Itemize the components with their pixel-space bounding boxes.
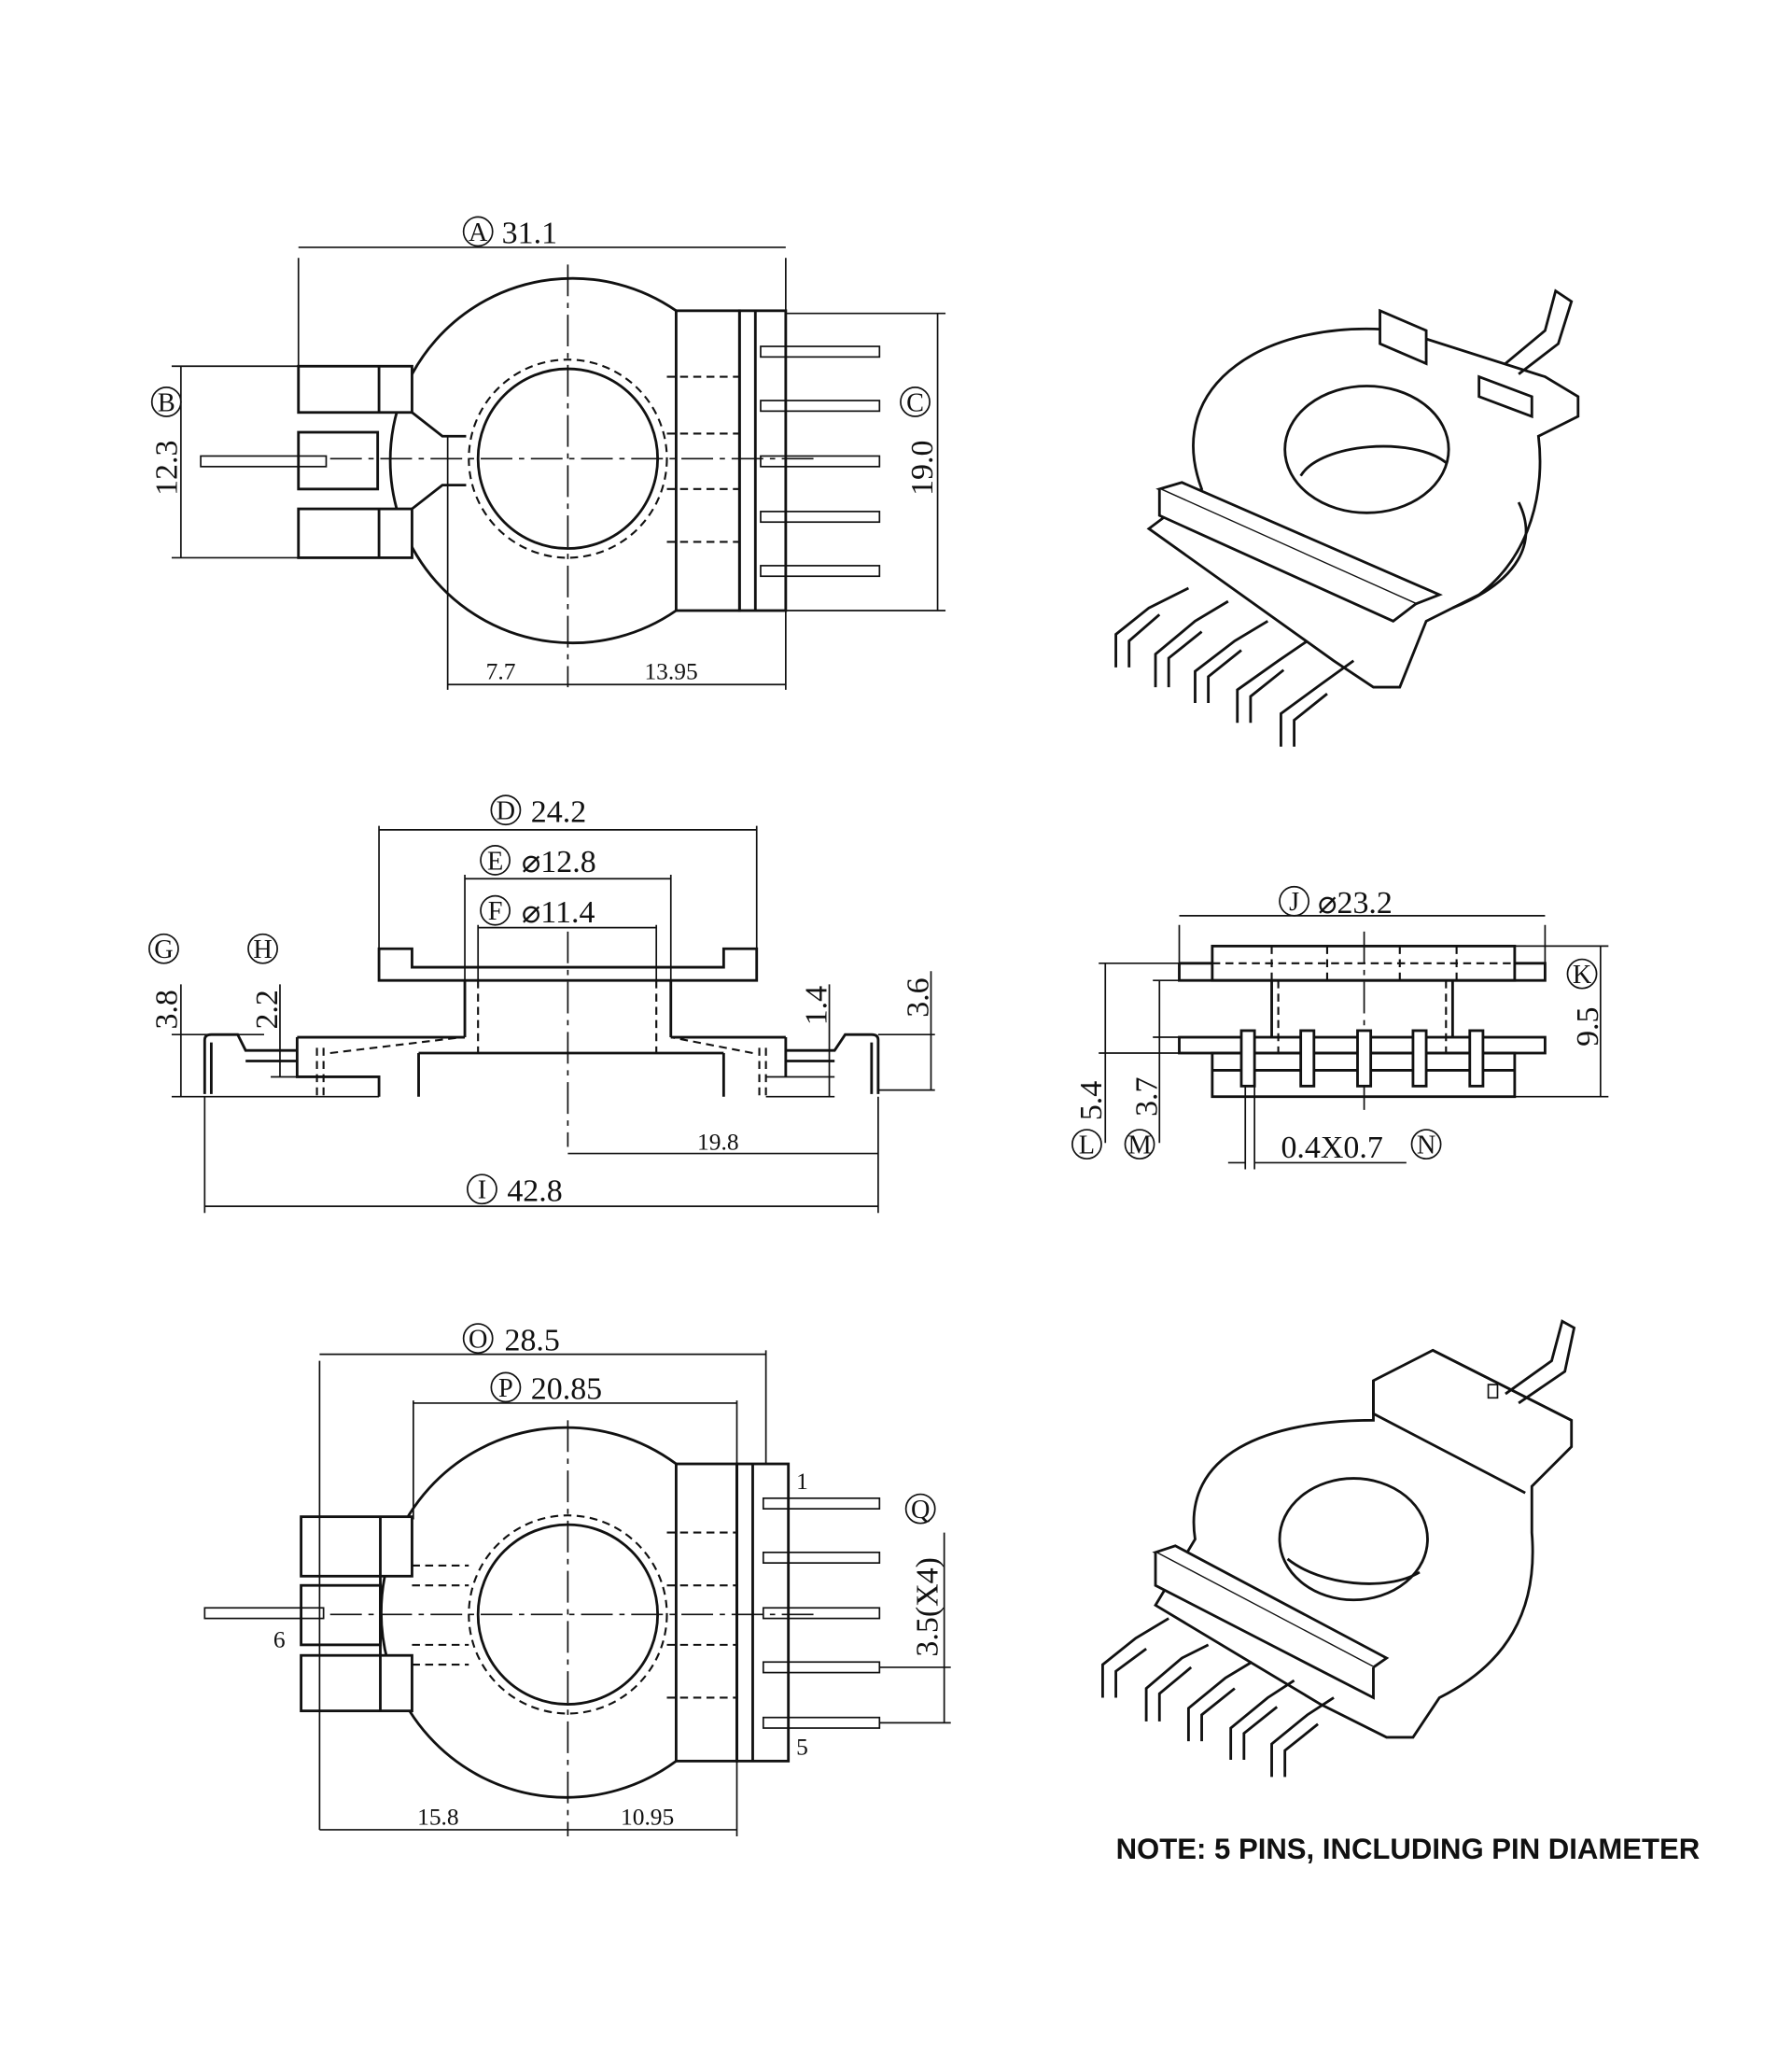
svg-text:1: 1: [796, 1468, 808, 1495]
iso-bottom-pins: [1101, 1617, 1335, 1778]
svg-text:A: A: [469, 218, 488, 247]
svg-text:P: P: [498, 1374, 513, 1403]
svg-text:3.6: 3.6: [902, 977, 936, 1017]
front-pins: [1239, 1029, 1485, 1088]
svg-text:G: G: [154, 935, 173, 964]
svg-text:2.2: 2.2: [250, 990, 285, 1029]
svg-text:19.0: 19.0: [905, 441, 940, 496]
svg-text:D: D: [497, 797, 515, 826]
note-text: NOTE: 5 PINS, INCLUDING PIN DIAMETER: [1116, 1833, 1701, 1865]
svg-text:L: L: [1079, 1131, 1095, 1160]
svg-text:1.4: 1.4: [800, 986, 834, 1025]
svg-text:J: J: [1289, 888, 1299, 917]
right-pins: [666, 345, 881, 578]
iso-pins: [1114, 586, 1355, 747]
svg-text:F: F: [488, 897, 503, 926]
bottom-pins: [762, 1497, 881, 1729]
svg-text:20.85: 20.85: [531, 1372, 602, 1407]
top-view: A 31.1 B 12.3 C 19.0 7.7 13.95: [150, 216, 946, 690]
svg-text:0.4X0.7: 0.4X0.7: [1281, 1131, 1382, 1165]
svg-text:42.8: 42.8: [507, 1174, 562, 1208]
svg-text:M: M: [1127, 1131, 1151, 1160]
svg-text:H: H: [253, 935, 272, 964]
svg-text:E: E: [487, 847, 503, 876]
svg-text:3.8: 3.8: [150, 990, 185, 1029]
svg-text:K: K: [1573, 961, 1592, 990]
svg-text:3.5(X4): 3.5(X4): [911, 1557, 945, 1657]
svg-text:5: 5: [796, 1733, 808, 1760]
svg-text:6: 6: [273, 1626, 286, 1653]
svg-text:24.2: 24.2: [531, 794, 586, 829]
svg-text:C: C: [906, 388, 924, 417]
isometric-view-top: [1114, 288, 1580, 747]
svg-text:7.7: 7.7: [486, 658, 516, 685]
svg-text:Q: Q: [911, 1496, 930, 1525]
svg-text:9.5: 9.5: [1571, 1007, 1605, 1047]
svg-text:5.4: 5.4: [1074, 1081, 1109, 1120]
svg-text:⌀23.2: ⌀23.2: [1318, 886, 1393, 921]
svg-text:12.3: 12.3: [150, 441, 185, 496]
bottom-view: 1 5 6 O 28.5 P 20.85 Q 3.5(X4) 15.8 10.9…: [203, 1323, 951, 1837]
svg-text:13.95: 13.95: [644, 658, 697, 685]
svg-text:⌀11.4: ⌀11.4: [522, 895, 595, 930]
svg-text:O: O: [469, 1326, 487, 1355]
svg-text:19.8: 19.8: [697, 1128, 739, 1155]
front-view: J ⌀23.2 K 9.5 5.4 3.7 L M 0.4X0.7 N: [1071, 885, 1609, 1170]
side-view: D 24.2 E ⌀12.8 F ⌀11.4 G 3.8 H 2.2 1.4 3…: [148, 794, 936, 1214]
svg-text:10.95: 10.95: [621, 1803, 674, 1830]
svg-text:B: B: [158, 388, 175, 417]
svg-text:28.5: 28.5: [504, 1323, 559, 1357]
svg-text:N: N: [1417, 1131, 1435, 1160]
isometric-view-bottom: [1101, 1319, 1576, 1778]
svg-text:3.7: 3.7: [1129, 1076, 1164, 1116]
svg-text:15.8: 15.8: [417, 1803, 459, 1830]
svg-text:31.1: 31.1: [502, 217, 557, 251]
svg-text:⌀12.8: ⌀12.8: [522, 845, 596, 879]
left-pin: [200, 455, 328, 468]
svg-text:I: I: [478, 1176, 486, 1205]
